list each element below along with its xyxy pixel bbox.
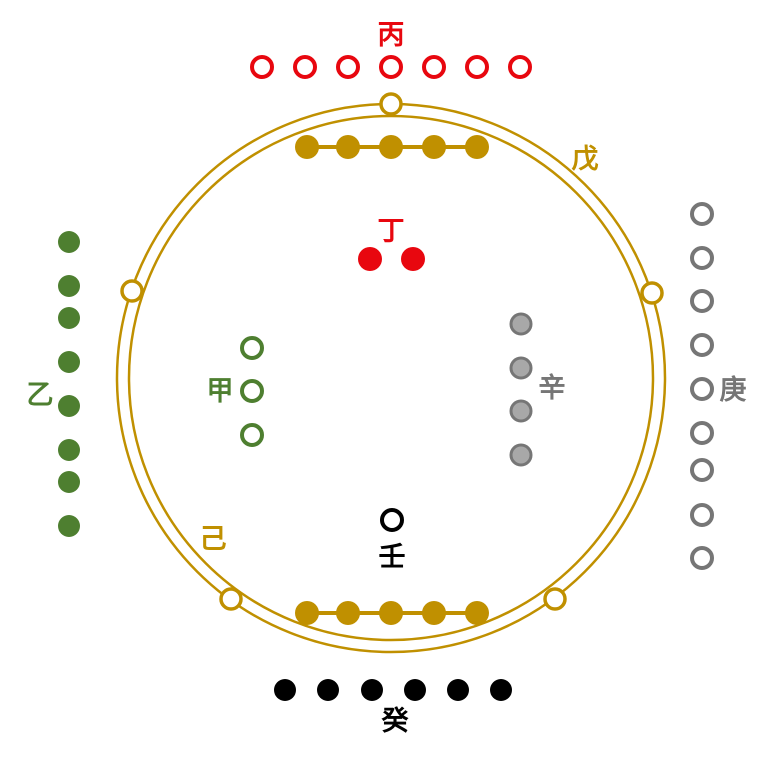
label-wu: 戊 [572, 144, 599, 175]
label-xin: 辛 [539, 372, 566, 404]
yi-dot [58, 471, 80, 493]
bing-dot [336, 55, 360, 79]
bing-dot [422, 55, 446, 79]
label-jia: 甲 [207, 376, 234, 407]
bing-dot [250, 55, 274, 79]
wu-dot [336, 135, 360, 159]
jia-dot-group [240, 336, 264, 447]
ren-dot [380, 508, 404, 532]
yi-dot [58, 515, 80, 537]
gui-dot-group [274, 679, 512, 701]
jia-dot [240, 336, 264, 360]
gui-dot [361, 679, 383, 701]
ring-marker [219, 587, 243, 611]
xin-dot-group [509, 312, 533, 467]
ring-marker [379, 92, 403, 116]
wu-dot [295, 135, 319, 159]
ji-dot [465, 601, 489, 625]
geng-dot-group [690, 202, 714, 570]
yi-dot [58, 275, 80, 297]
wu-dot [422, 135, 446, 159]
geng-dot [690, 333, 714, 357]
geng-dot [690, 421, 714, 445]
wu-dot [465, 135, 489, 159]
label-ding: 丁 [378, 216, 405, 247]
ren-dot-group [380, 508, 404, 532]
bing-dot [508, 55, 532, 79]
gui-dot [317, 679, 339, 701]
xin-dot [509, 399, 533, 423]
geng-dot [690, 377, 714, 401]
yi-dot [58, 307, 80, 329]
xin-dot [509, 443, 533, 467]
gui-dot [447, 679, 469, 701]
gui-dot [490, 679, 512, 701]
bing-dot [379, 55, 403, 79]
yi-dot [58, 395, 80, 417]
label-ren: 壬 [379, 542, 406, 573]
ring-markers [120, 92, 664, 611]
geng-dot [690, 458, 714, 482]
gui-dot [274, 679, 296, 701]
ding-dot [401, 247, 425, 271]
jia-dot [240, 423, 264, 447]
geng-dot [690, 503, 714, 527]
ji-dot [422, 601, 446, 625]
yi-dot [58, 351, 80, 373]
xin-dot [509, 356, 533, 380]
yi-dot-group [58, 231, 80, 537]
ji-dot-group [295, 601, 489, 625]
label-gui: 癸 [381, 705, 410, 737]
ring-marker [120, 279, 144, 303]
xin-dot [509, 312, 533, 336]
label-ji: 己 [200, 524, 227, 555]
geng-dot [690, 202, 714, 226]
bing-dot [293, 55, 317, 79]
ding-dot [358, 247, 382, 271]
inner-ring [127, 114, 655, 642]
ji-dot [336, 601, 360, 625]
geng-dot [690, 246, 714, 270]
bing-dot-group [250, 55, 532, 79]
label-bing: 丙 [378, 20, 405, 51]
yi-dot [58, 231, 80, 253]
ji-dot [379, 601, 403, 625]
wu-dot [379, 135, 403, 159]
geng-dot [690, 546, 714, 570]
jia-dot [240, 379, 264, 403]
gui-dot [404, 679, 426, 701]
ji-dot [295, 601, 319, 625]
wu-dot-group [295, 135, 489, 159]
label-yi: 乙 [27, 380, 54, 411]
ring-marker [543, 587, 567, 611]
yi-dot [58, 439, 80, 461]
ding-dot-group [358, 247, 425, 271]
geng-dot [690, 289, 714, 313]
label-geng: 庚 [720, 374, 747, 406]
bing-dot [465, 55, 489, 79]
ring-marker [640, 281, 664, 305]
